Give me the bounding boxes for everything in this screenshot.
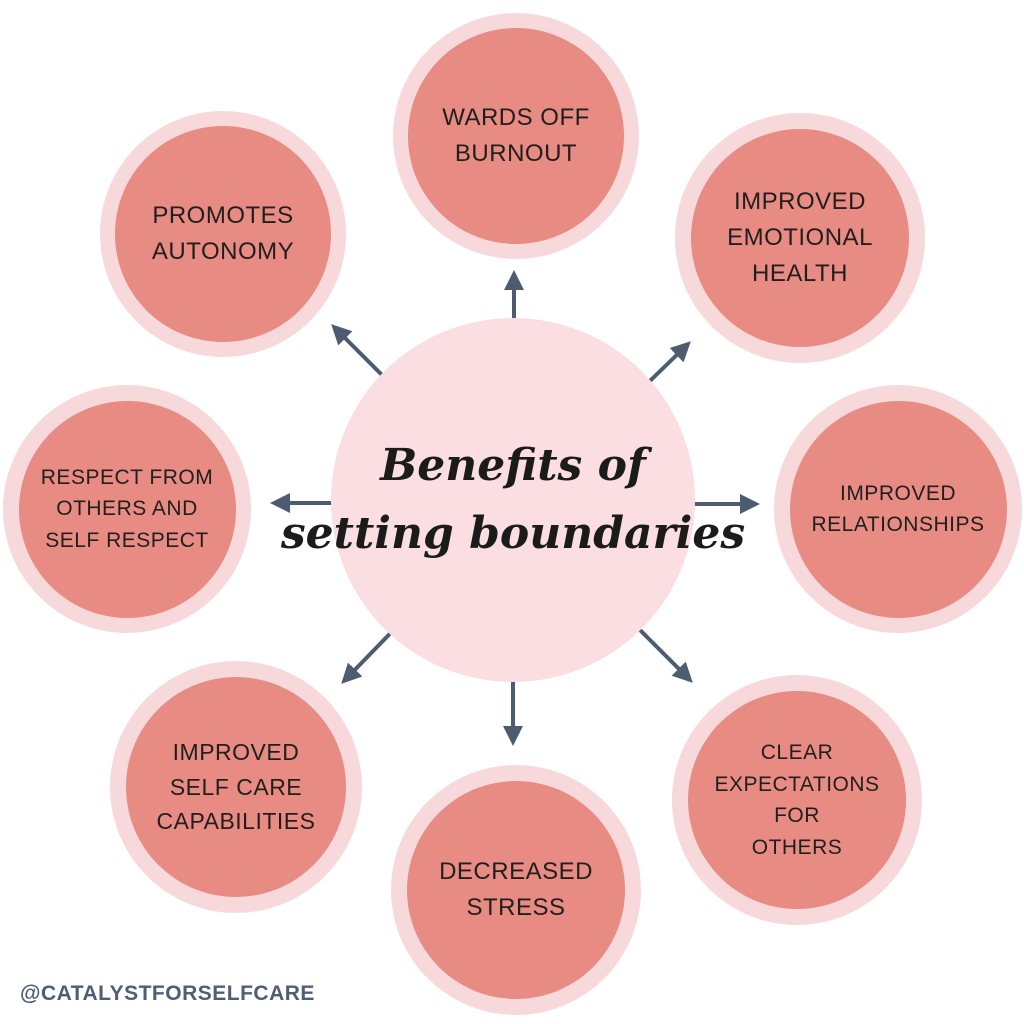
- node-label: RESPECT FROM OTHERS AND SELF RESPECT: [40, 465, 214, 552]
- node-label: PROMOTES AUTONOMY: [151, 202, 295, 265]
- node-promotes-autonomy-circle: PROMOTES AUTONOMY: [115, 126, 331, 342]
- node-improved-emotional-health: IMPROVED EMOTIONAL HEALTH: [675, 113, 925, 363]
- node-label: IMPROVED EMOTIONAL HEALTH: [727, 188, 873, 287]
- node-improved-relationships: IMPROVED RELATIONSHIPS: [774, 385, 1022, 633]
- node-clear-expectations-for-others-circle: CLEAR EXPECTATIONS FOR OTHERS: [687, 690, 907, 910]
- node-respect-from-others-and-self-respect-circle: RESPECT FROM OTHERS AND SELF RESPECT: [18, 400, 236, 618]
- node-decreased-stress-circle: DECREASED STRESS: [406, 780, 626, 1000]
- node-wards-off-burnout: WARDS OFF BURNOUT: [393, 13, 639, 259]
- watermark: @CATALYSTFORSELFCARE: [20, 982, 315, 1005]
- node-respect-from-others-and-self-respect: RESPECT FROM OTHERS AND SELF RESPECT: [3, 385, 251, 633]
- center-node: Benefits of setting boundaries: [281, 318, 745, 682]
- node-improved-self-care-capabilities: IMPROVED SELF CARE CAPABILITIES: [110, 661, 362, 913]
- node-label: DECREASED STRESS: [439, 858, 593, 921]
- node-improved-emotional-health-circle: IMPROVED EMOTIONAL HEALTH: [690, 128, 910, 348]
- node-improved-relationships-circle: IMPROVED RELATIONSHIPS: [789, 400, 1007, 618]
- node-label: WARDS OFF BURNOUT: [442, 104, 590, 167]
- node-improved-self-care-capabilities-circle: IMPROVED SELF CARE CAPABILITIES: [125, 676, 347, 898]
- node-clear-expectations-for-others: CLEAR EXPECTATIONS FOR OTHERS: [672, 675, 922, 925]
- node-label: CLEAR EXPECTATIONS FOR OTHERS: [714, 741, 880, 859]
- center-title: Benefits of setting boundaries: [280, 439, 746, 559]
- node-promotes-autonomy: PROMOTES AUTONOMY: [100, 111, 346, 357]
- node-label: IMPROVED RELATIONSHIPS: [811, 481, 985, 537]
- node-label: IMPROVED SELF CARE CAPABILITIES: [156, 739, 316, 835]
- node-decreased-stress: DECREASED STRESS: [391, 765, 641, 1015]
- node-wards-off-burnout-circle: WARDS OFF BURNOUT: [408, 28, 624, 244]
